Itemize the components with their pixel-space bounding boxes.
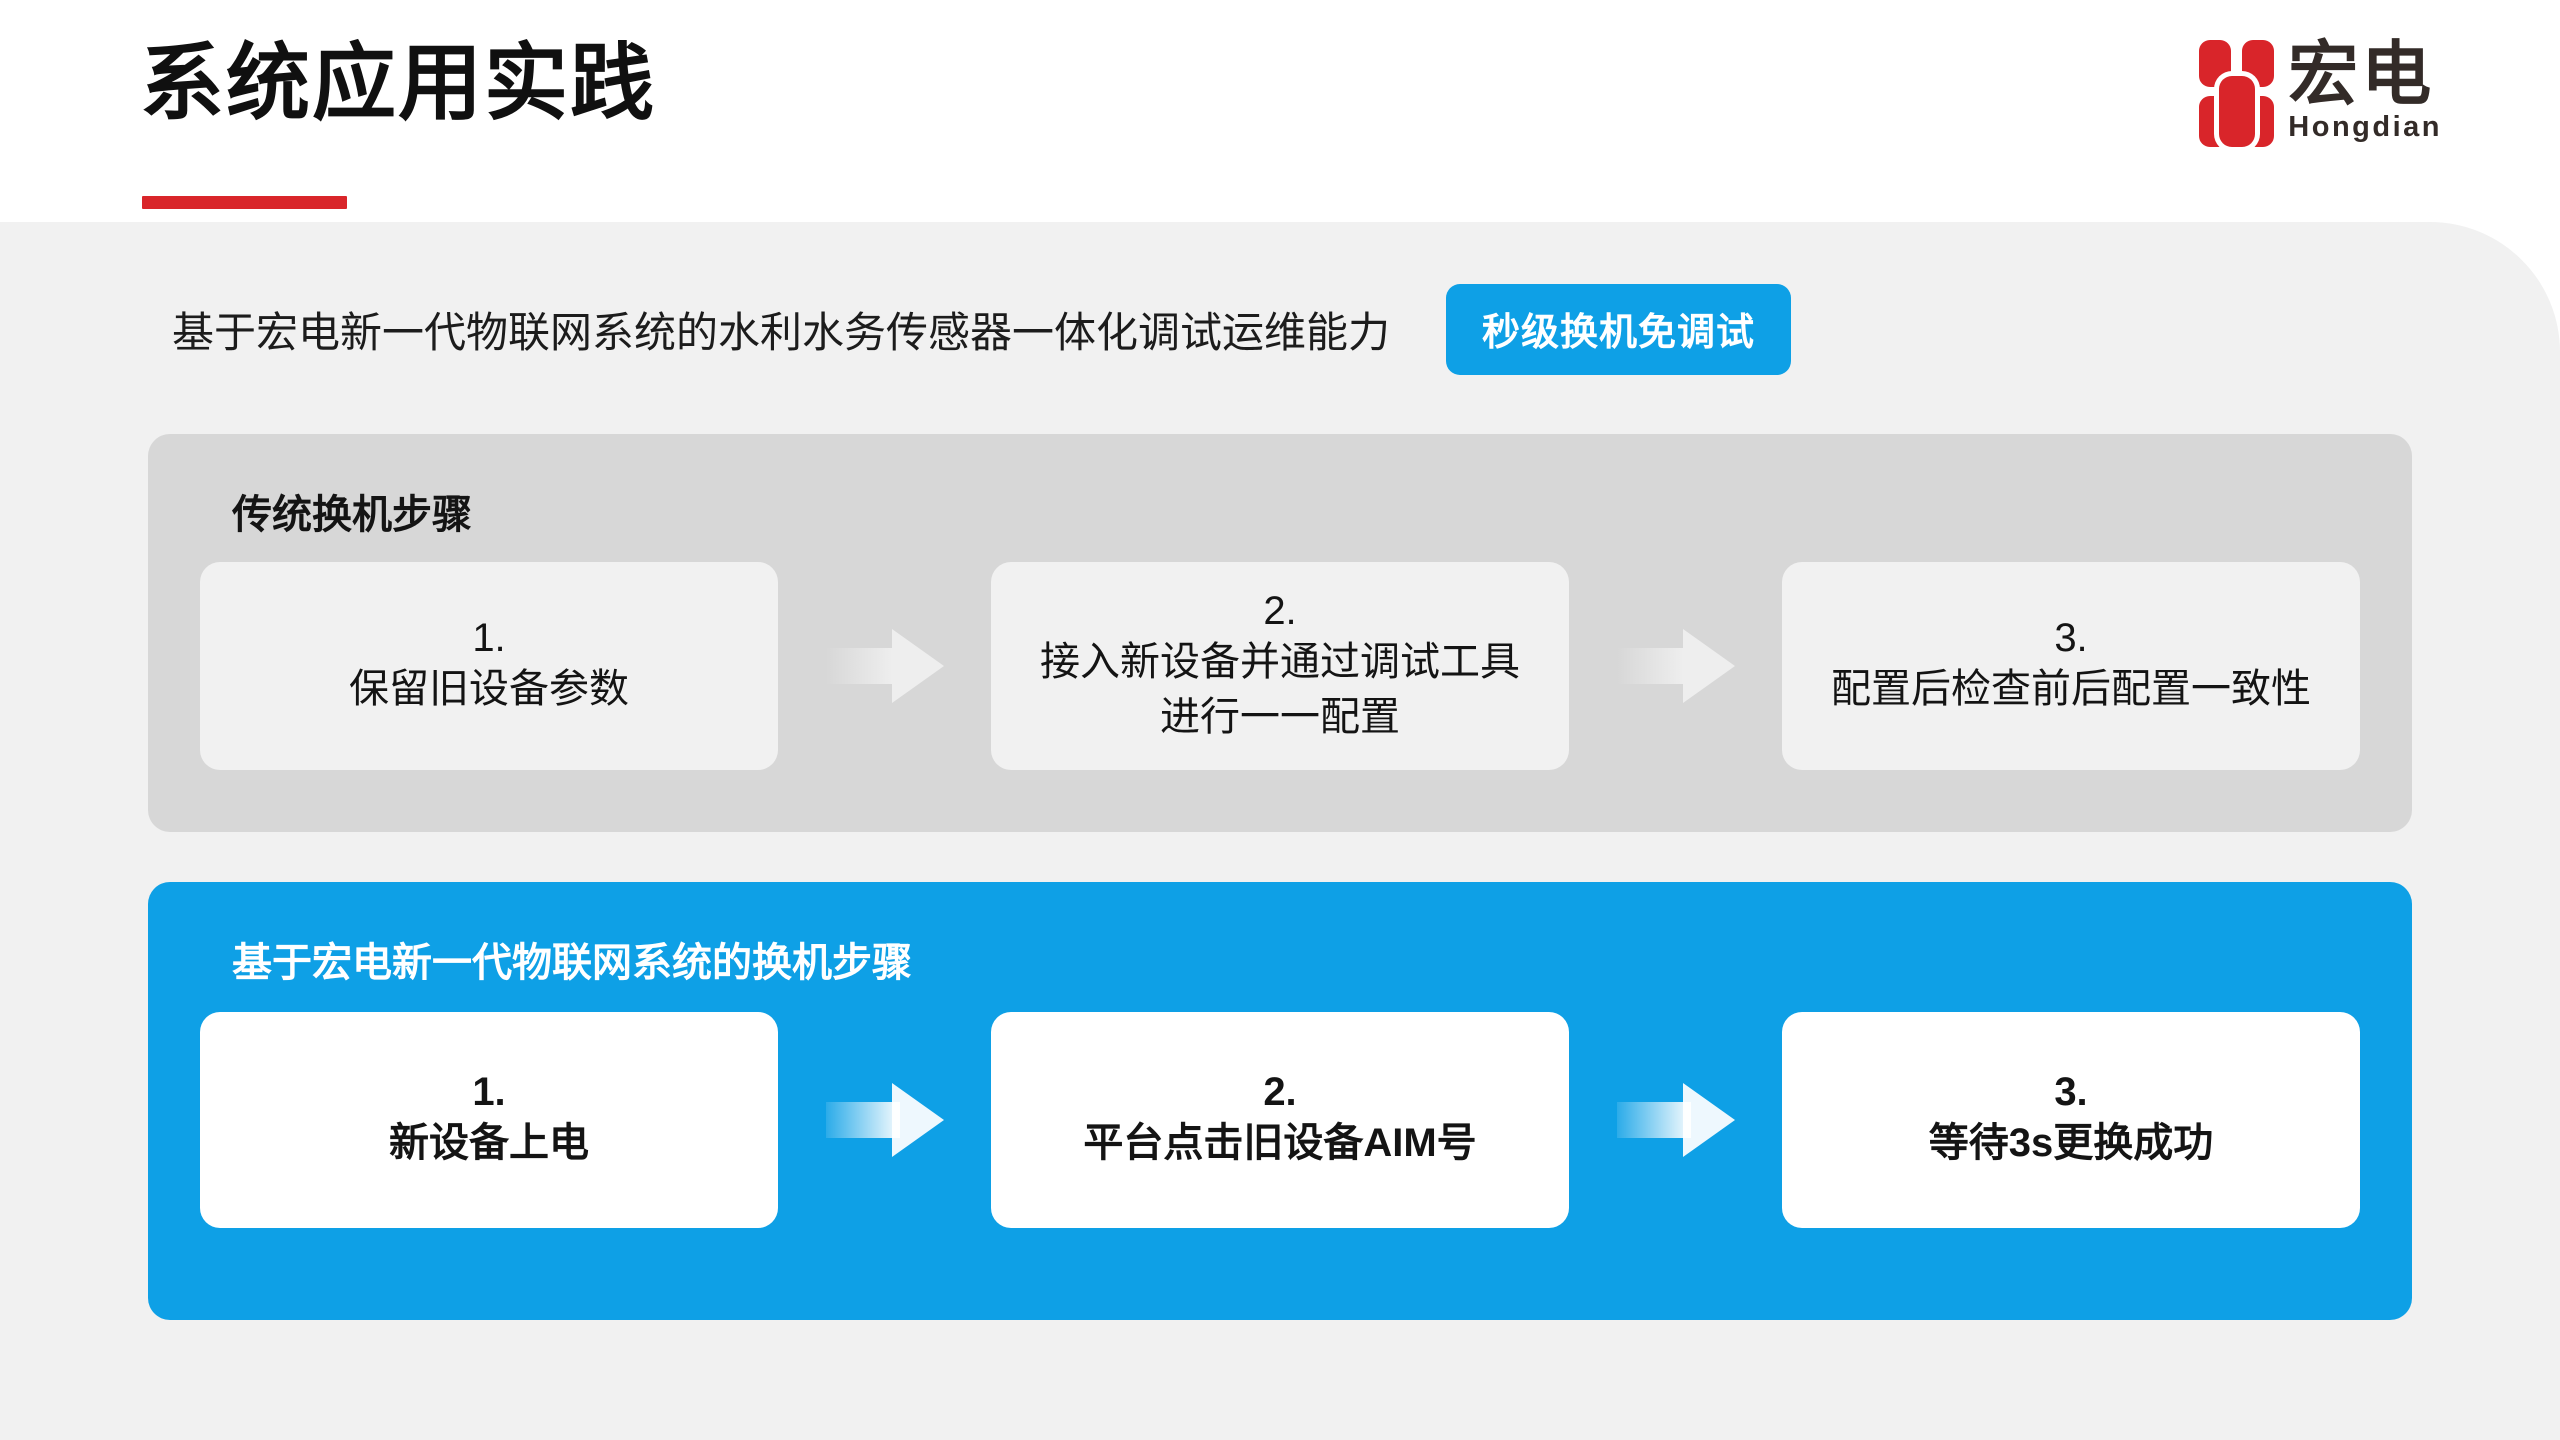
step-number: 2. [1263,589,1297,634]
modern-step-card-2[interactable]: 2. 平台点击旧设备AIM号 [991,1012,1569,1228]
legacy-step-card-2[interactable]: 2. 接入新设备并通过调试工具进行一一配置 [991,562,1569,770]
step-number: 3. [2054,616,2088,661]
modern-step-card-3[interactable]: 3. 等待3s更换成功 [1782,1012,2360,1228]
step-number: 3. [2054,1070,2088,1115]
legacy-steps-row: 1. 保留旧设备参数 2. 接入新设备并通过调试工具进行一一配置 3. 配置后检… [200,562,2360,770]
legacy-step-card-1[interactable]: 1. 保留旧设备参数 [200,562,778,770]
arrow-right-icon [1616,629,1735,703]
step-label: 配置后检查前后配置一致性 [1831,667,2311,712]
logo-english-name: Hongdian [2288,110,2442,143]
arrow-right-icon [825,629,944,703]
modern-steps-row: 1. 新设备上电 2. 平台点击旧设备AIM号 3. 等待3s更换成功 [200,1012,2360,1228]
modern-panel-heading: 基于宏电新一代物联网系统的换机步骤 [232,941,912,985]
subtitle-text: 基于宏电新一代物联网系统的水利水务传感器一体化调试运维能力 [172,309,1391,356]
legacy-steps-panel: 传统换机步骤 1. 保留旧设备参数 2. 接入新设备并通过调试工具进行一一配置 [148,434,2412,832]
legacy-panel-heading: 传统换机步骤 [232,493,472,537]
logo-wordmark: 宏电 Hongdian [2288,35,2442,144]
step-label: 新设备上电 [389,1121,589,1166]
page-title: 系统应用实践 [140,36,657,130]
highlight-badge: 秒级换机免调试 [1446,284,1792,375]
step-label: 保留旧设备参数 [349,667,629,712]
step-label: 等待3s更换成功 [1928,1121,2214,1166]
company-logo: 宏电 Hongdian [2199,35,2442,147]
legacy-step-card-3[interactable]: 3. 配置后检查前后配置一致性 [1782,562,2360,770]
step-label: 平台点击旧设备AIM号 [1083,1121,1477,1166]
slide-header: 系统应用实践 宏电 Hongdian [0,0,2560,222]
arrow-right-icon [1616,1083,1735,1157]
logo-chinese-name: 宏电 [2288,35,2435,113]
step-number: 1. [472,1070,506,1115]
modern-step-card-1[interactable]: 1. 新设备上电 [200,1012,778,1228]
step-number: 2. [1263,1070,1297,1115]
modern-steps-panel: 基于宏电新一代物联网系统的换机步骤 1. 新设备上电 2. 平台点击旧设备AIM… [148,882,2412,1320]
step-number: 1. [472,616,506,661]
subtitle-row: 基于宏电新一代物联网系统的水利水务传感器一体化调试运维能力 秒级换机免调试 [172,284,1792,375]
title-underline-rule [142,196,347,209]
step-label: 接入新设备并通过调试工具进行一一配置 [1040,640,1520,739]
hongdian-logo-icon [2199,40,2275,147]
arrow-right-icon [825,1083,944,1157]
content-area: 基于宏电新一代物联网系统的水利水务传感器一体化调试运维能力 秒级换机免调试 传统… [0,222,2560,1440]
